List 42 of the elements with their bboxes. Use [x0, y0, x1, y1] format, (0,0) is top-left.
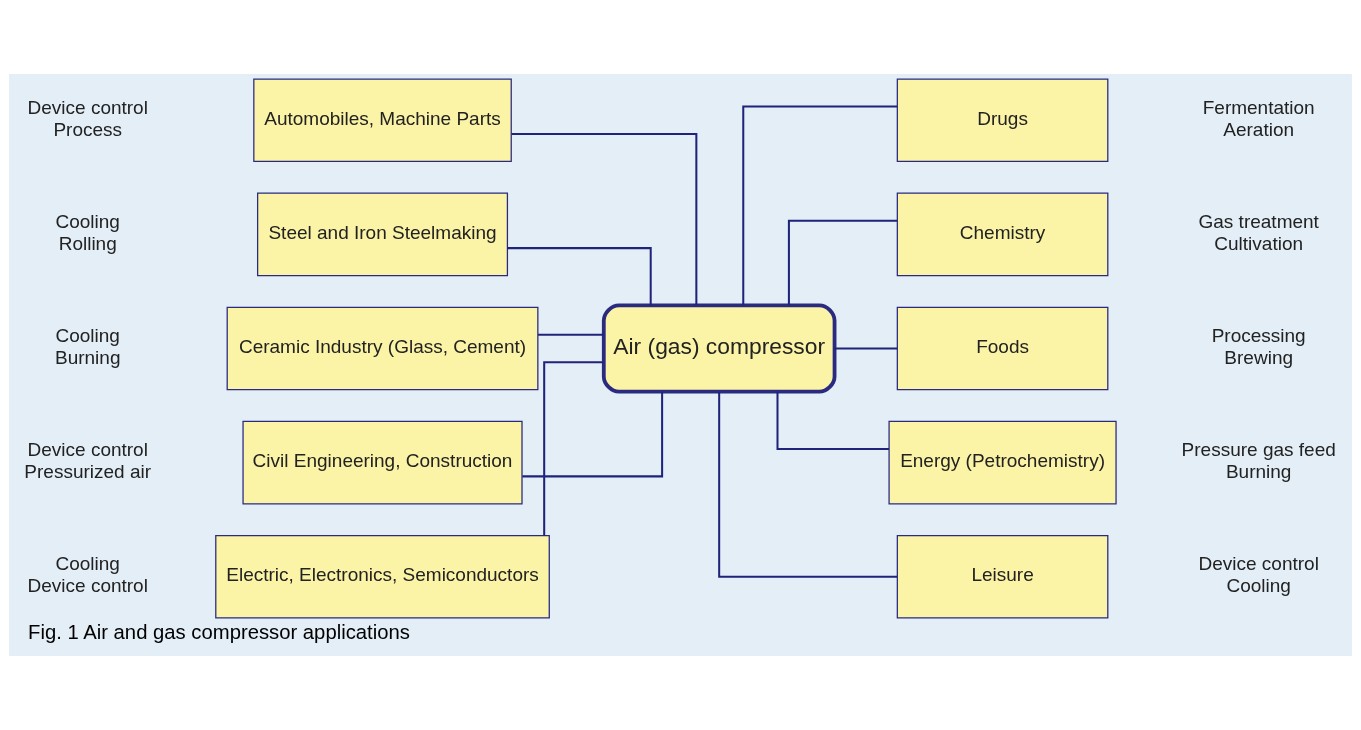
node-box: Chemistry [896, 192, 1109, 277]
node-label: Burning [54, 346, 121, 368]
connector [834, 347, 898, 350]
node-label: Aeration [1223, 118, 1295, 140]
node-label: Pressure gas feed [1181, 439, 1336, 461]
node-label: Cultivation [1214, 232, 1304, 254]
node-label: Device control [1198, 553, 1319, 575]
node-label: Cooling [55, 553, 120, 575]
connector [787, 219, 897, 306]
node-label: Gas treatment [1198, 211, 1319, 233]
caption: Fig. 1 Air and gas compressor applications [28, 621, 410, 644]
node-label: Device control [27, 574, 148, 596]
node-box: Foods [896, 306, 1109, 391]
connector [507, 247, 652, 306]
connector [776, 391, 890, 450]
node-box: Drugs [896, 78, 1109, 163]
connector [718, 392, 898, 578]
node-label: Device control [27, 439, 148, 461]
connector [742, 105, 898, 306]
node-label: Pressurized air [24, 460, 152, 482]
node-label: Rolling [58, 232, 117, 254]
connector [511, 133, 698, 306]
node-box: Electric, Electronics, Semiconductors [215, 534, 550, 619]
node-label: Brewing [1224, 346, 1294, 368]
connector [522, 391, 664, 478]
node-label: Fermentation [1202, 96, 1315, 118]
node-box: Automobiles, Machine Parts [253, 78, 512, 163]
node-box: Ceramic Industry (Glass, Cement) [226, 306, 539, 391]
node-label: Cooling [55, 325, 120, 347]
node-label: Process [53, 118, 123, 140]
node-label: Device control [27, 96, 148, 118]
node-box: Air (gas) compressor [601, 303, 837, 394]
node-box: Energy (Petrochemistry) [888, 420, 1117, 505]
connector [538, 333, 604, 336]
node-box: Civil Engineering, Construction [242, 420, 523, 505]
connector [543, 361, 604, 536]
node-label: Cooling [1226, 574, 1291, 596]
node-box: Steel and Iron Steelmaking [257, 192, 509, 277]
node-label: Cooling [55, 211, 120, 233]
node-box: Leisure [896, 534, 1109, 619]
node-label: Burning [1225, 460, 1292, 482]
node-label: Processing [1211, 325, 1306, 347]
